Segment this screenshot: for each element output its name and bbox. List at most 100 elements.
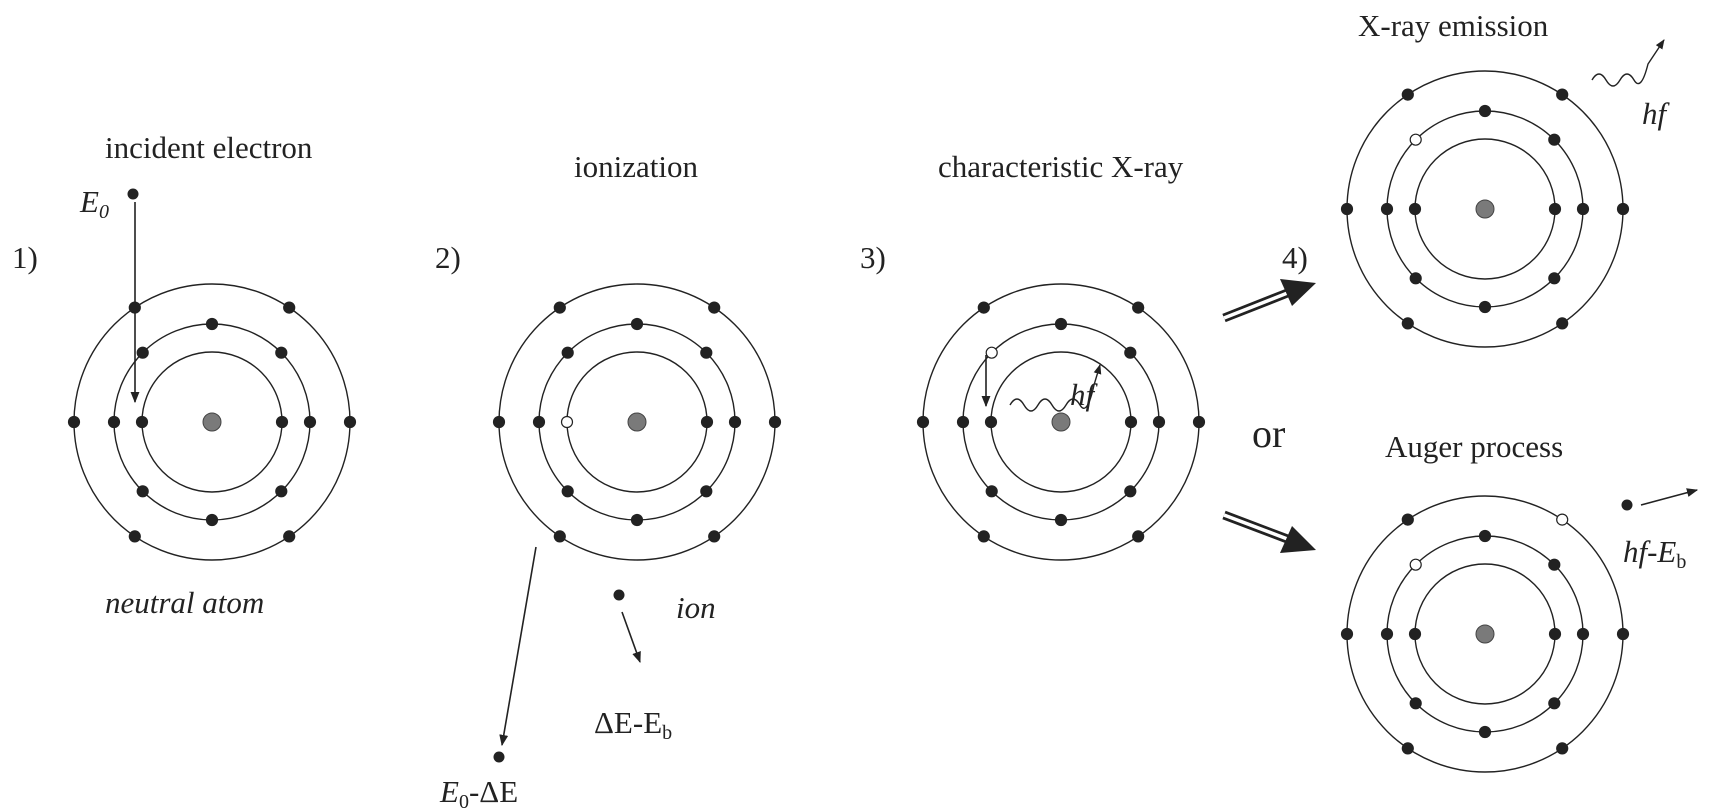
electron <box>916 415 930 429</box>
ejected-electron-arrow <box>621 611 641 664</box>
step-number-1: 1) <box>12 240 38 275</box>
auger-process-title: Auger process <box>1385 429 1563 464</box>
electron <box>1556 88 1569 101</box>
electron-vacancy <box>985 346 998 359</box>
nucleus <box>1475 624 1495 644</box>
electron <box>553 530 566 543</box>
electron <box>708 301 721 314</box>
electron <box>1401 88 1414 101</box>
nucleus <box>1051 412 1071 432</box>
electron <box>984 415 998 429</box>
electron <box>1408 627 1422 641</box>
ionized-atom <box>492 283 782 561</box>
electron <box>1124 346 1137 359</box>
electron-vacancy <box>1409 133 1422 146</box>
electron <box>1408 202 1422 216</box>
panel-characteristic-x-ray: 3) characteristic X-ray hf <box>860 149 1206 561</box>
electron <box>1401 513 1414 526</box>
electron-vacancy <box>560 415 574 429</box>
neutral-atom-caption: neutral atom <box>105 585 264 620</box>
electron <box>1340 627 1354 641</box>
electron <box>128 530 141 543</box>
electron <box>205 513 219 527</box>
electron <box>1132 301 1145 314</box>
electron <box>135 415 149 429</box>
panel-incident-electron: 1) incident electron E0 neutral atom <box>12 130 357 620</box>
auger-electron-energy-label: hf-Eb <box>1623 534 1686 573</box>
electron <box>728 415 742 429</box>
arrow-to-x-ray-emission <box>1222 279 1316 323</box>
electron <box>1576 202 1590 216</box>
electron <box>275 346 288 359</box>
electron <box>1478 300 1492 314</box>
scattered-electron <box>493 751 505 763</box>
arrow-to-auger-process <box>1222 510 1316 553</box>
electron-vacancy <box>1409 558 1422 571</box>
electron <box>136 485 149 498</box>
x-ray-photon-wave <box>1591 39 1665 87</box>
electron <box>1054 513 1068 527</box>
nucleus <box>202 412 222 432</box>
electron <box>1556 317 1569 330</box>
electron <box>1616 202 1630 216</box>
electron <box>1556 742 1569 755</box>
electron <box>275 485 288 498</box>
electron <box>561 346 574 359</box>
characteristic-x-ray-title: characteristic X-ray <box>938 149 1184 184</box>
electron <box>1548 272 1561 285</box>
electron <box>700 346 713 359</box>
scattered-electron-arrow <box>499 546 537 747</box>
ion-label: ion <box>676 590 716 625</box>
electron <box>977 301 990 314</box>
panel-ionization: 2) ionization E0-ΔE ion ΔE-Eb <box>435 149 782 811</box>
electron <box>1340 202 1354 216</box>
electron <box>1401 742 1414 755</box>
electron <box>1192 415 1206 429</box>
nucleus <box>627 412 647 432</box>
scattered-energy-label: E0-ΔE <box>439 774 518 811</box>
electron <box>1380 202 1394 216</box>
electron <box>708 530 721 543</box>
electron <box>1152 415 1166 429</box>
electron <box>768 415 782 429</box>
electron <box>275 415 289 429</box>
electron <box>1401 317 1414 330</box>
electron <box>136 346 149 359</box>
step-number-4: 4) <box>1282 240 1308 275</box>
auger-electron-arrow <box>1640 488 1699 506</box>
electron <box>1409 697 1422 710</box>
nucleus <box>1475 199 1495 219</box>
electron <box>1478 725 1492 739</box>
electron <box>561 485 574 498</box>
step-number-2: 2) <box>435 240 461 275</box>
electron <box>107 415 121 429</box>
ejected-energy-label: ΔE-Eb <box>594 705 672 744</box>
electron <box>630 513 644 527</box>
electron <box>977 530 990 543</box>
electron <box>1132 530 1145 543</box>
electron <box>985 485 998 498</box>
electron <box>1409 272 1422 285</box>
auger-electron <box>1621 499 1633 511</box>
electron <box>1478 529 1492 543</box>
x-ray-photon-label: hf <box>1642 96 1671 131</box>
electron <box>205 317 219 331</box>
neutral-atom <box>67 283 357 561</box>
electron <box>283 530 296 543</box>
electron <box>67 415 81 429</box>
electron <box>1478 104 1492 118</box>
electron <box>1548 202 1562 216</box>
electron <box>1124 485 1137 498</box>
electron <box>1616 627 1630 641</box>
electron <box>1124 415 1138 429</box>
electron <box>700 415 714 429</box>
electron <box>128 301 141 314</box>
electron <box>553 301 566 314</box>
electron <box>1054 317 1068 331</box>
electron <box>303 415 317 429</box>
x-ray-emission-title: X-ray emission <box>1358 8 1549 43</box>
electron <box>1576 627 1590 641</box>
electron <box>1548 133 1561 146</box>
incident-electron-title: incident electron <box>105 130 313 165</box>
